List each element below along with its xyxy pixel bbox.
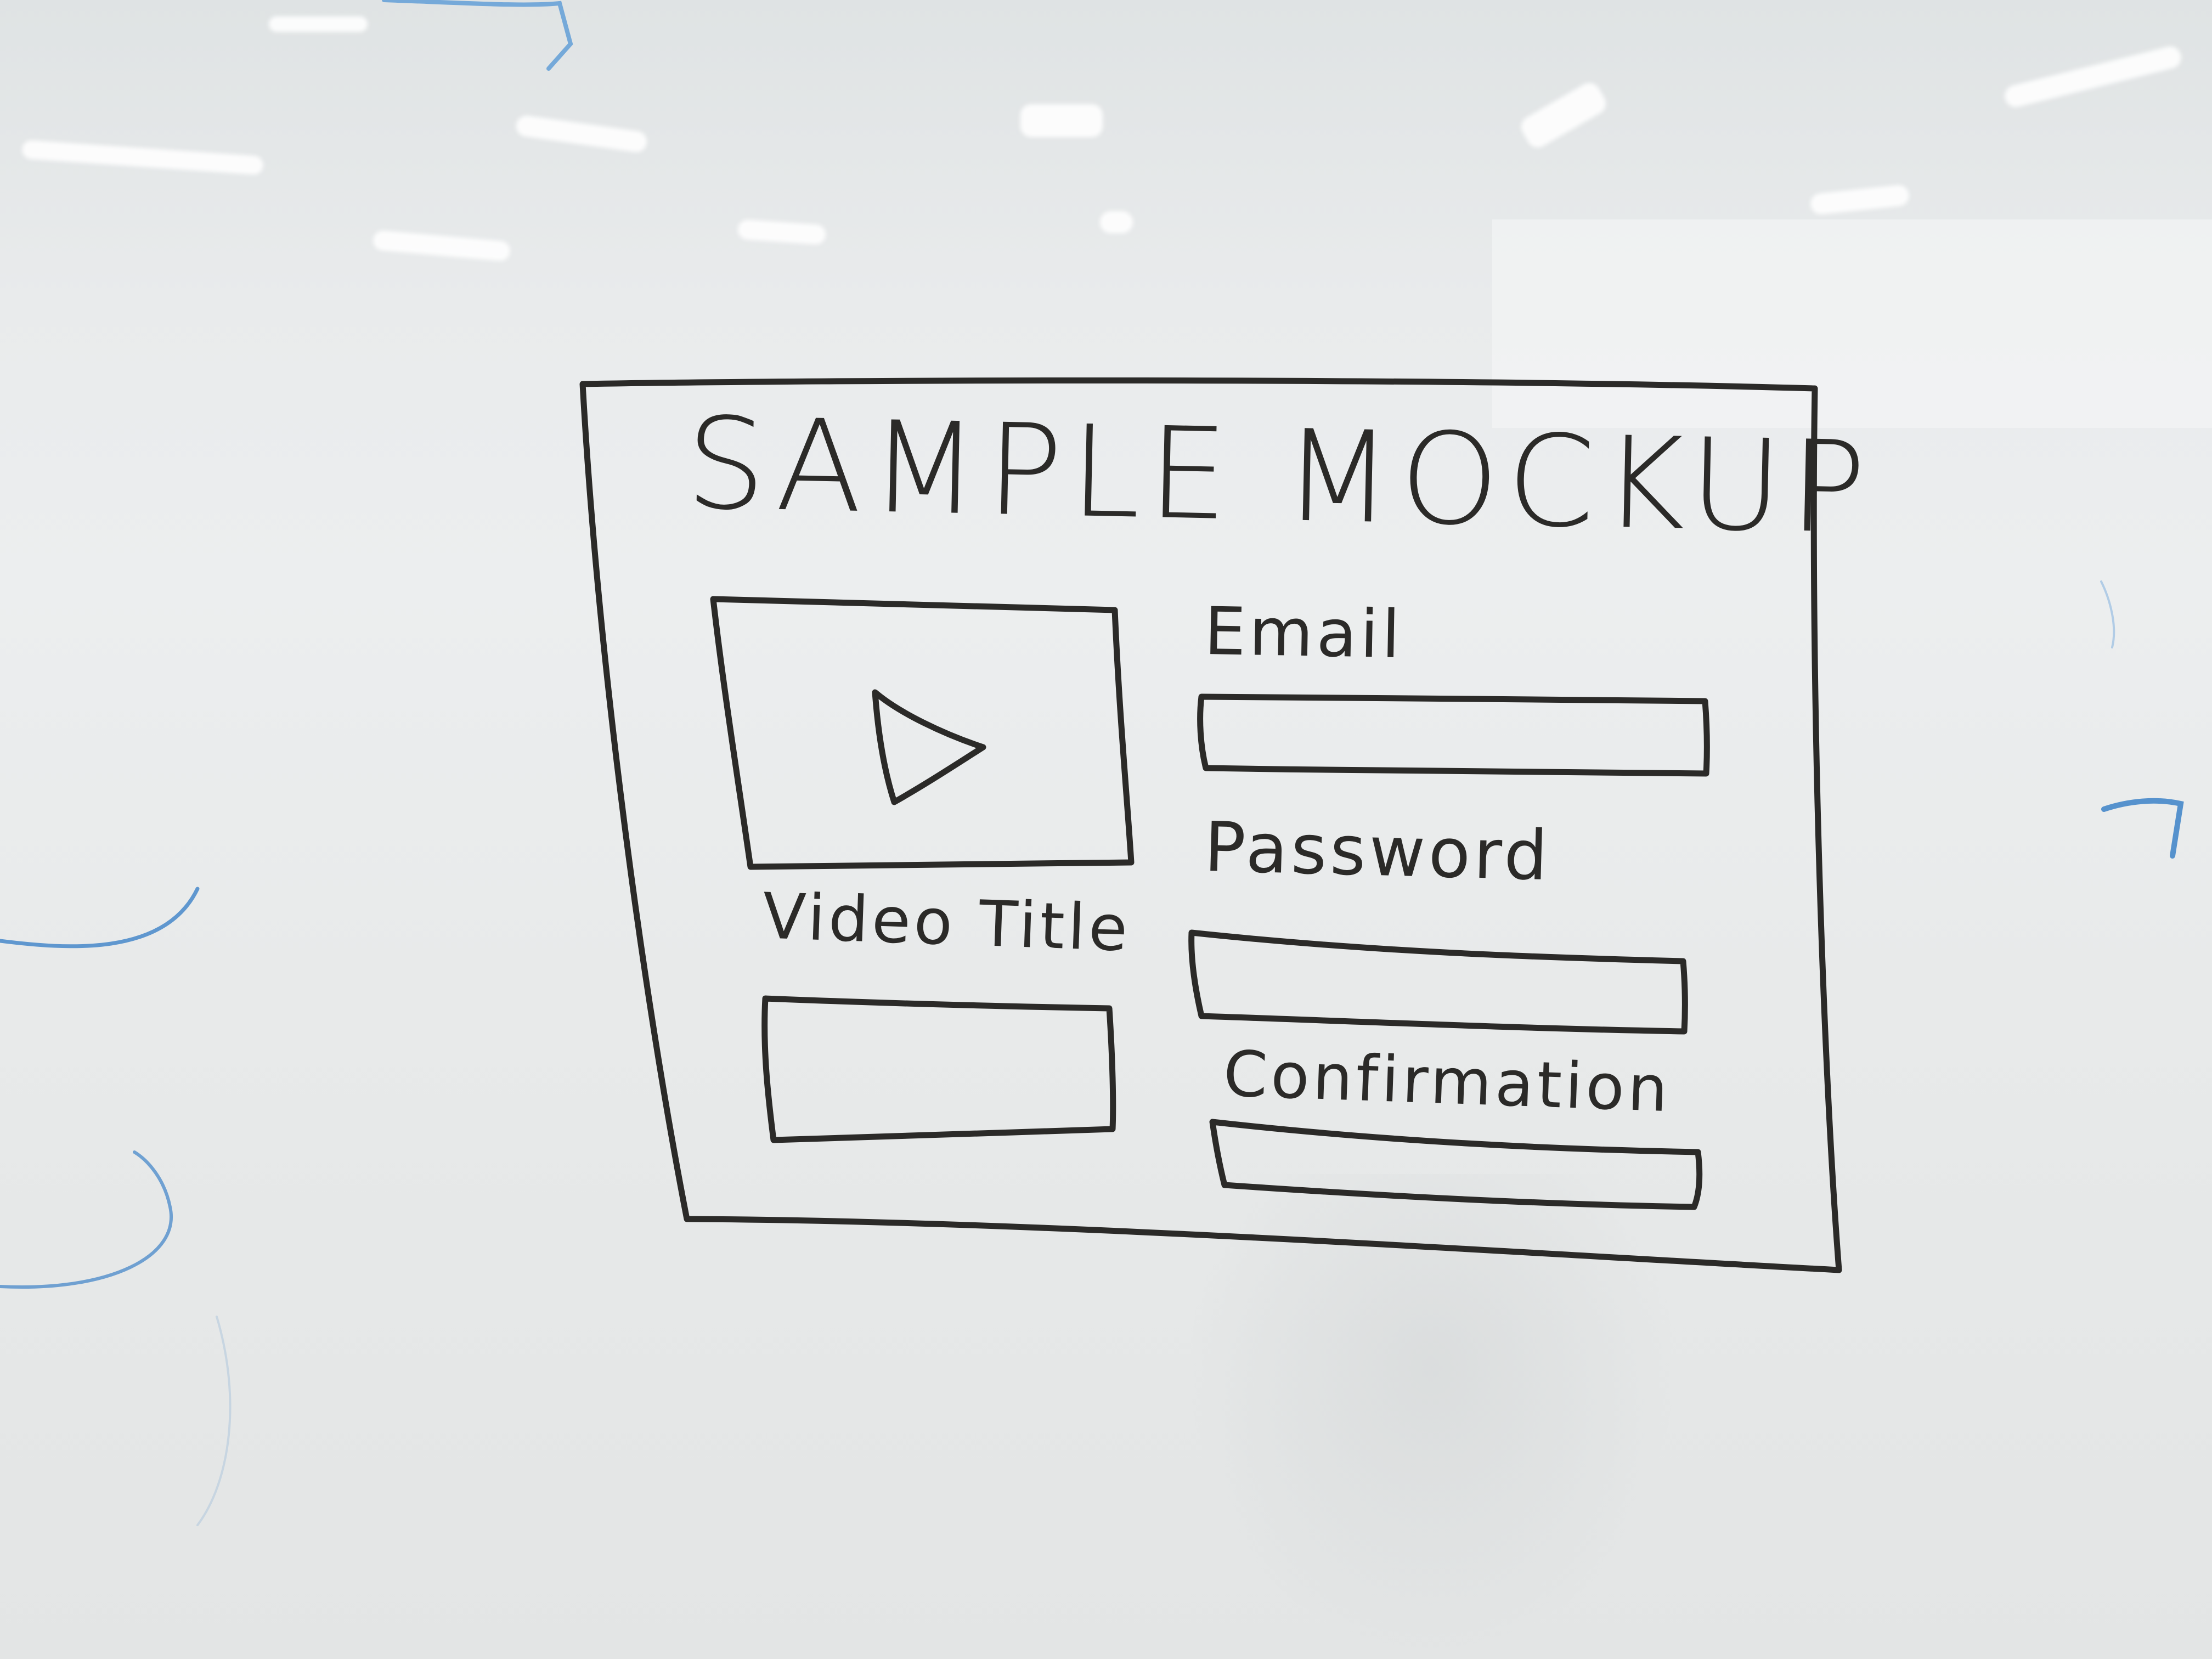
- ceiling-light-reflection: [1020, 104, 1103, 137]
- email-label: Email: [1203, 593, 1404, 674]
- confirmation-label: Confirmation: [1222, 1037, 1673, 1127]
- blue-scribble: [2100, 580, 2115, 648]
- wall-reflection: [1492, 219, 2212, 428]
- ceiling-light-reflection: [269, 16, 368, 32]
- video-title-label: Video Title: [761, 879, 1132, 966]
- ceiling-light-reflection: [1100, 211, 1133, 233]
- password-input-box: [1188, 929, 1688, 1035]
- blue-scribble: [2101, 798, 2184, 859]
- blue-scribble: [382, 0, 573, 71]
- mockup-frame: [579, 377, 1842, 1273]
- faint-scribble: [196, 1316, 232, 1526]
- play-icon: [872, 689, 986, 805]
- blue-scribble: [0, 887, 200, 949]
- password-label: Password: [1203, 807, 1552, 896]
- email-input-box: [1197, 693, 1710, 777]
- video-player-box: [710, 596, 1135, 870]
- confirmation-input-box: [1209, 1119, 1703, 1210]
- mockup-title: SAMPLE MOCKUP: [684, 391, 1875, 562]
- video-title-input-box: [761, 995, 1116, 1143]
- blue-scribble: [0, 1150, 173, 1289]
